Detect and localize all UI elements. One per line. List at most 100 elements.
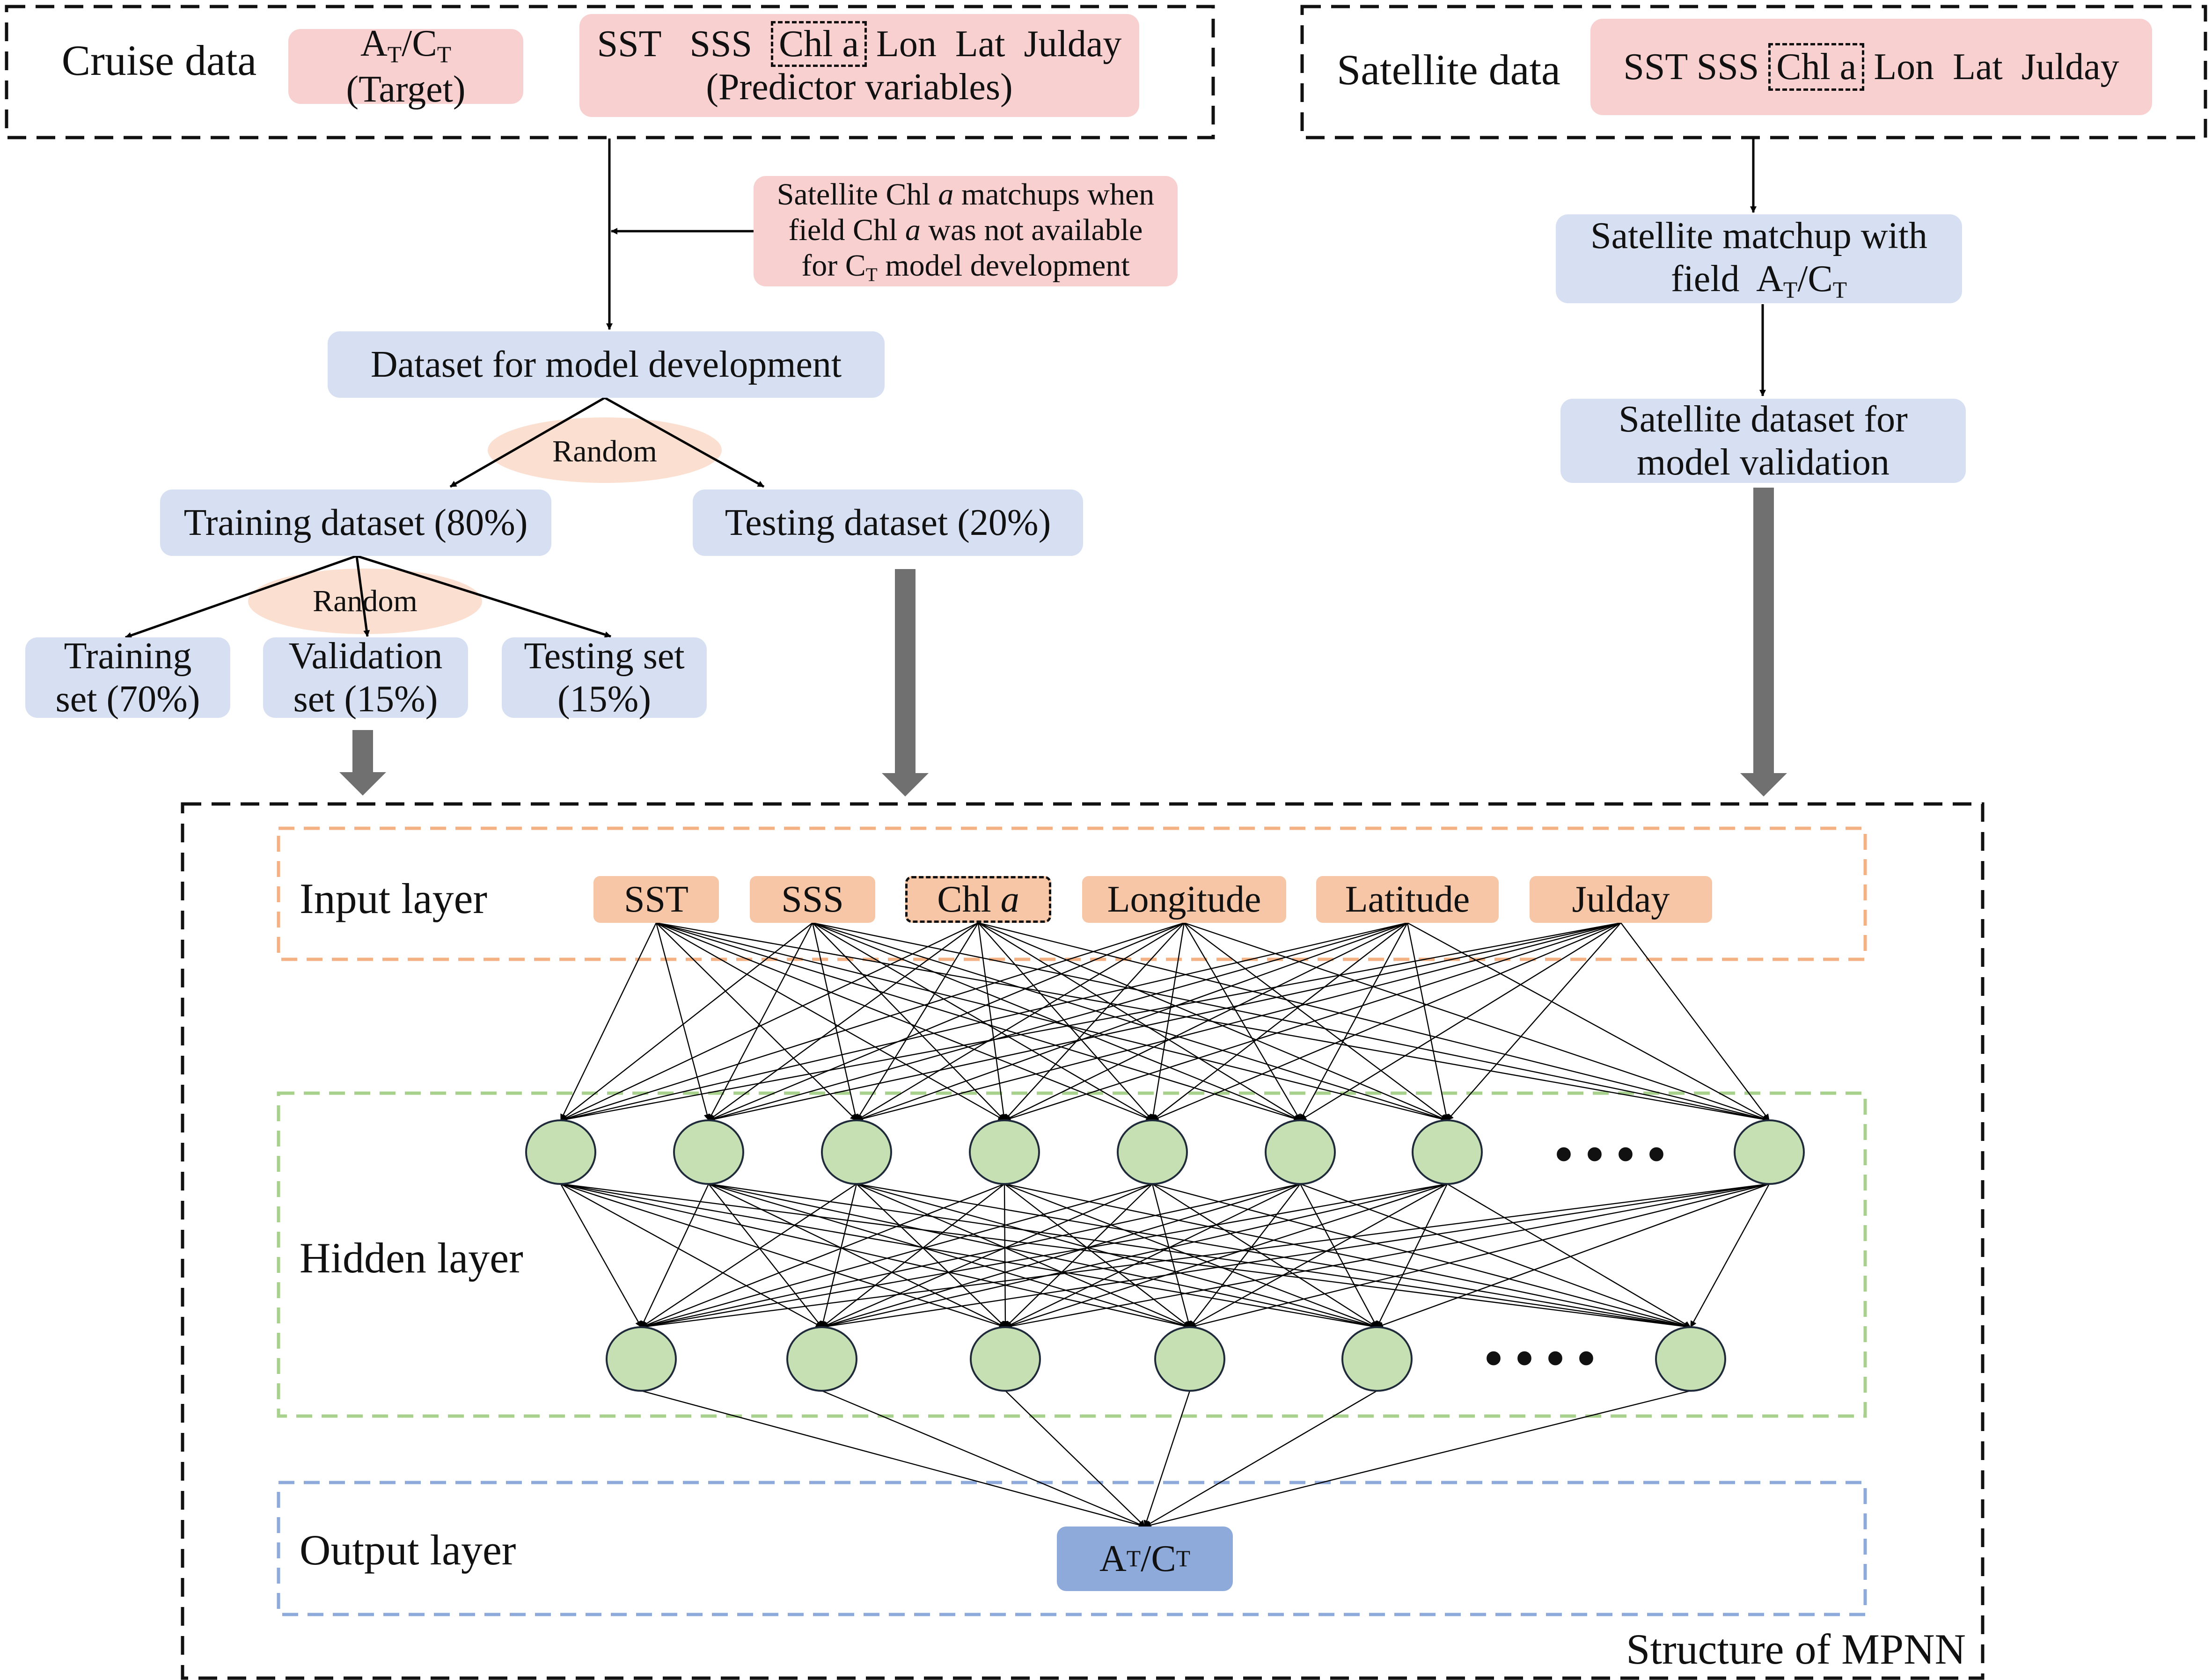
hidden1-hidden2-edge: [1152, 1183, 1691, 1329]
random-label-1: Random: [552, 434, 657, 469]
note-line-3-sub: T: [865, 264, 878, 285]
hidden1-hidden2-edge: [1377, 1183, 1770, 1329]
input-hidden1-edge: [1152, 922, 1408, 1121]
network-connections: [560, 922, 1770, 1528]
hidden1-hidden2-edge: [1300, 1183, 1691, 1329]
input-hidden1-edge: [977, 922, 1007, 1121]
note-line-3-b: model development: [877, 248, 1130, 283]
input-node-sss: SSS: [750, 876, 875, 923]
hidden-node-row-2: [1341, 1326, 1413, 1392]
input-hidden1-edge: [655, 922, 710, 1121]
hidden1-hidden2-edge: [641, 1183, 1153, 1329]
hidden1-hidden2-edge: [560, 1183, 1006, 1329]
input-node-latitude: Latitude: [1316, 876, 1499, 923]
input-hidden1-edge: [812, 922, 1005, 1121]
satellite-data-title: Satellite data: [1337, 46, 1560, 94]
hidden1-hidden2-edge: [1005, 1183, 1770, 1329]
satellite-to-mpnn-block-arrow: [1740, 488, 1787, 796]
random-split-ellipse-1: [488, 417, 722, 483]
validation-set-line-2: set (15%): [293, 679, 438, 720]
hidden1-hidden2-edge: [560, 1183, 642, 1328]
validation-set-line-1: Validation: [288, 635, 443, 677]
training-to-testset-arrow: [356, 555, 611, 638]
hidden2-output-edge: [641, 1390, 1145, 1528]
output-layer-frame: [277, 1481, 1867, 1616]
input-hidden1-edge: [1184, 922, 1448, 1121]
hidden1-hidden2-edge: [641, 1183, 1301, 1329]
chl-matchup-note: Satellite Chl a matchups when field Chl …: [754, 176, 1178, 286]
satellite-var-lon-lat-julday: Lon Lat Julday: [1874, 46, 2119, 88]
hidden1-hidden2-edge: [1189, 1183, 1448, 1328]
hidden1-hidden2-edge: [1004, 1183, 1691, 1329]
input-hidden1-edge: [856, 922, 979, 1121]
note-line-1-b: matchups when: [953, 177, 1155, 212]
input-hidden1-edge: [1183, 922, 1301, 1121]
hidden2-output-edge: [1144, 1390, 1377, 1527]
target-label: AT/CT: [360, 22, 451, 68]
hidden2-output-edge: [1144, 1390, 1691, 1528]
input-hidden1-edge: [1406, 922, 1450, 1121]
hidden1-hidden2-edge: [708, 1183, 1691, 1330]
target-a: A: [360, 23, 388, 65]
hidden-node-row-2: [786, 1326, 857, 1392]
input-hidden1-edge: [656, 922, 1153, 1121]
testing-set-box: Testing set (15%): [502, 635, 707, 720]
satellite-data-frame: [1300, 5, 2207, 139]
note-line-2: field Chl a was not available: [789, 212, 1143, 248]
hidden1-hidden2-edge: [1005, 1183, 1153, 1328]
input-hidden1-edge: [1184, 922, 1770, 1122]
input-hidden1-edge: [1150, 922, 1185, 1121]
input-hidden1-edge: [708, 922, 979, 1121]
input-hidden1-edge: [856, 922, 1408, 1122]
input-hidden1-edge: [560, 922, 1621, 1123]
input-hidden1-edge: [978, 922, 1301, 1121]
input-hidden1-edge: [1299, 922, 1408, 1121]
note-line-3-a: for C: [801, 248, 866, 283]
input-node-julday: Julday: [1530, 876, 1712, 923]
target-sub-t1: T: [387, 41, 402, 67]
validation-dataset-line-2: model validation: [1637, 442, 1890, 483]
note-line-3: for CT model development: [801, 248, 1129, 286]
input-layer-frame: [277, 826, 1867, 961]
hidden1-hidden2-edge: [640, 1183, 710, 1328]
input-node-longitude: Longitude: [1082, 876, 1286, 923]
note-line-2-italic: a: [905, 212, 921, 247]
matchup-slash-c: /C: [1797, 258, 1833, 300]
hidden1-hidden2-edge: [856, 1183, 1691, 1329]
matchup-sub-t2: T: [1832, 277, 1847, 303]
hidden-layer-frame: [277, 1091, 1867, 1418]
input-hidden1-edge: [856, 922, 1185, 1121]
testing-to-mpnn-block-arrow: [882, 569, 929, 796]
input-hidden1-edge: [1004, 922, 1621, 1122]
output-a: A: [1099, 1538, 1127, 1579]
input-node-chl: Chl a: [905, 876, 1051, 923]
target-note: (Target): [346, 68, 466, 110]
hidden-node-row-2: [970, 1326, 1041, 1392]
hidden1-hidden2-edge: [1376, 1183, 1448, 1328]
hidden1-hidden2-edge: [708, 1183, 1190, 1329]
hidden-node-row-2: [606, 1326, 677, 1392]
dataset-box: Dataset for model development: [328, 331, 885, 398]
output-slash-c: /C: [1141, 1538, 1176, 1579]
target-slash-c: /C: [402, 23, 437, 65]
validation-to-mpnn-block-arrow: [339, 730, 386, 796]
hidden1-hidden2-edge: [821, 1183, 1301, 1329]
hidden1-hidden2-edge: [1189, 1183, 1770, 1329]
input-hidden1-edge: [978, 922, 1153, 1121]
input-hidden1-edge: [560, 922, 1408, 1122]
hidden-node-row-1: [969, 1119, 1040, 1185]
testing-set-line-2: (15%): [557, 679, 651, 720]
input-hidden1-edge: [1004, 922, 1185, 1121]
hidden-node-row-1: [1412, 1119, 1483, 1185]
input-hidden1-edge: [978, 922, 1770, 1122]
hidden1-hidden2-edge: [1005, 1183, 1448, 1329]
input-hidden1-edge: [560, 922, 1185, 1122]
dataset-to-testing-arrow: [604, 396, 765, 488]
hidden1-hidden2-edge: [1299, 1183, 1378, 1328]
input-hidden1-edge: [812, 922, 1448, 1122]
hidden1-hidden2-edge: [1189, 1183, 1301, 1328]
hidden1-hidden2-edge: [1005, 1183, 1301, 1328]
hidden-row-2-ellipsis: • • • •: [1484, 1329, 1596, 1387]
